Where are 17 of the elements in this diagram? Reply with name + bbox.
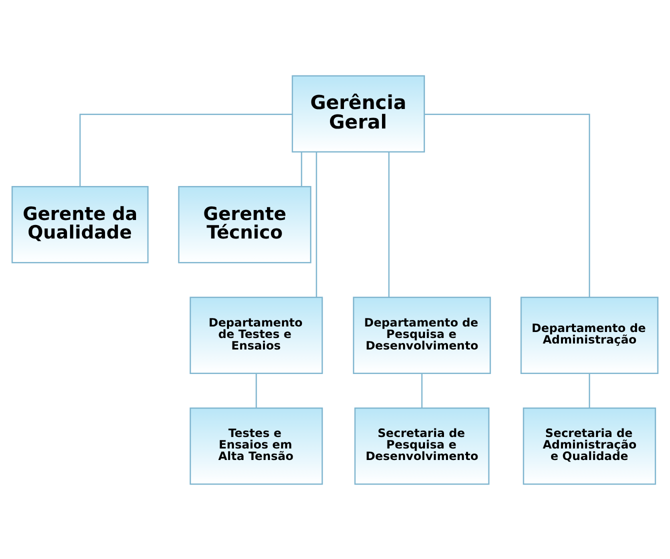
connector bbox=[421, 372, 423, 408]
connector bbox=[300, 152, 302, 186]
node-box: Gerente da Qualidade bbox=[12, 185, 149, 263]
node-box: Testes e Ensaios em Alta Tensão bbox=[190, 406, 323, 484]
connector bbox=[388, 151, 390, 297]
connector bbox=[588, 372, 590, 408]
node-box: Departamento de Pesquisa e Desenvolvimento bbox=[352, 296, 491, 374]
node-box: Departamento de Testes e Ensaios bbox=[190, 296, 323, 374]
connector bbox=[256, 372, 257, 408]
node-box: Gerente Técnico bbox=[178, 185, 312, 263]
connector bbox=[424, 113, 590, 297]
connector bbox=[316, 151, 318, 297]
node-box: Secretaria de Administração e Qualidade bbox=[522, 406, 656, 484]
node-box: Secretaria de Pesquisa e Desenvolvimento bbox=[354, 406, 490, 484]
node-box: Gerência Geral bbox=[292, 74, 425, 152]
node-box: Departamento de Administração bbox=[520, 296, 658, 374]
connector bbox=[79, 113, 292, 186]
